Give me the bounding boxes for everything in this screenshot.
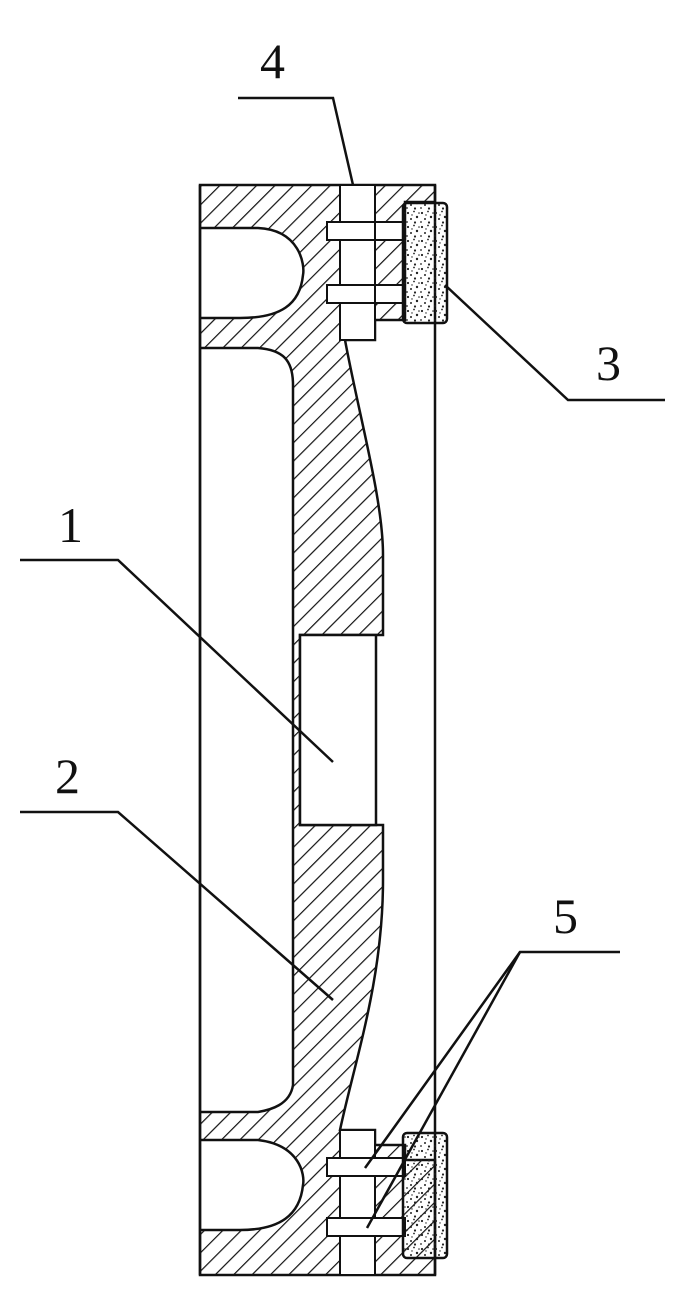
leader-1 <box>20 558 334 763</box>
leader-2 <box>20 810 334 1001</box>
pin-bottom-lower <box>326 1217 406 1237</box>
stipple-pad-top <box>401 201 449 325</box>
callout-5: 5 <box>553 888 578 944</box>
channel-bottom <box>339 1129 376 1276</box>
stipple-pad-bottom <box>401 1131 449 1260</box>
pin-top-lower <box>326 284 406 304</box>
channel-top <box>339 184 376 341</box>
callout-1: 1 <box>58 497 83 553</box>
leader-lines <box>20 96 665 1229</box>
callout-4: 4 <box>260 33 285 89</box>
leader-3 <box>444 284 665 402</box>
callout-3: 3 <box>596 335 621 391</box>
callout-2: 2 <box>55 748 80 804</box>
leader-4 <box>238 96 355 186</box>
leader-5b <box>365 951 522 1229</box>
center-window <box>298 633 378 827</box>
pin-top-upper <box>326 221 406 241</box>
